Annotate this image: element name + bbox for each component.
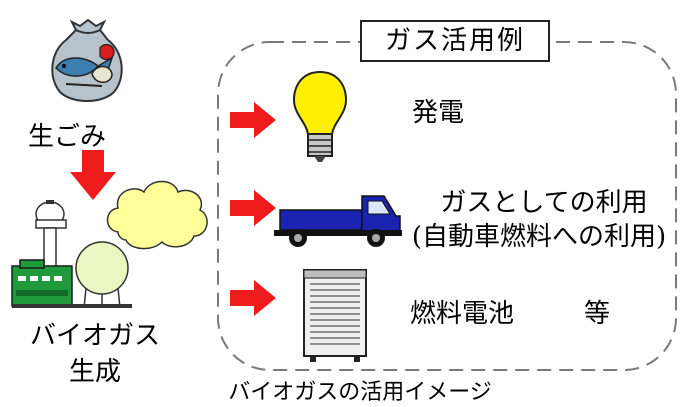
panel-title: ガス活用例: [384, 26, 525, 56]
garbage-bag-icon: [51, 18, 123, 102]
diagram-caption: バイオガスの活用イメージ: [228, 380, 492, 405]
gas-use-label-block: ガスとしての利用 (自動車燃料への利用): [408, 186, 680, 254]
down-arrow: [70, 150, 116, 200]
food-waste-label: 生ごみ: [28, 122, 107, 152]
biogas-label-line1: バイオガス: [29, 321, 160, 351]
right-arrow-3: [230, 280, 276, 316]
biogas-generation-label: バイオガス 生成: [20, 318, 170, 390]
right-arrow-1: [230, 102, 276, 138]
panel-title-box: ガス活用例: [360, 20, 550, 62]
fuel-cell-label: 燃料電池: [410, 299, 515, 329]
etc-label: 等: [584, 299, 611, 329]
biogas-label-line2: 生成: [68, 357, 121, 387]
biogas-plant-icon: [11, 200, 132, 309]
truck-icon: [274, 195, 402, 247]
fuel-cell-icon: [303, 269, 367, 362]
vehicle-fuel-label: (自動車燃料への利用): [411, 222, 667, 252]
right-arrow-2: [230, 190, 276, 226]
gas-cloud-icon: [106, 180, 208, 250]
light-bulb-icon: [292, 70, 348, 162]
gas-use-label: ガスとしての利用: [440, 188, 648, 218]
power-generation-label: 発電: [412, 98, 465, 128]
